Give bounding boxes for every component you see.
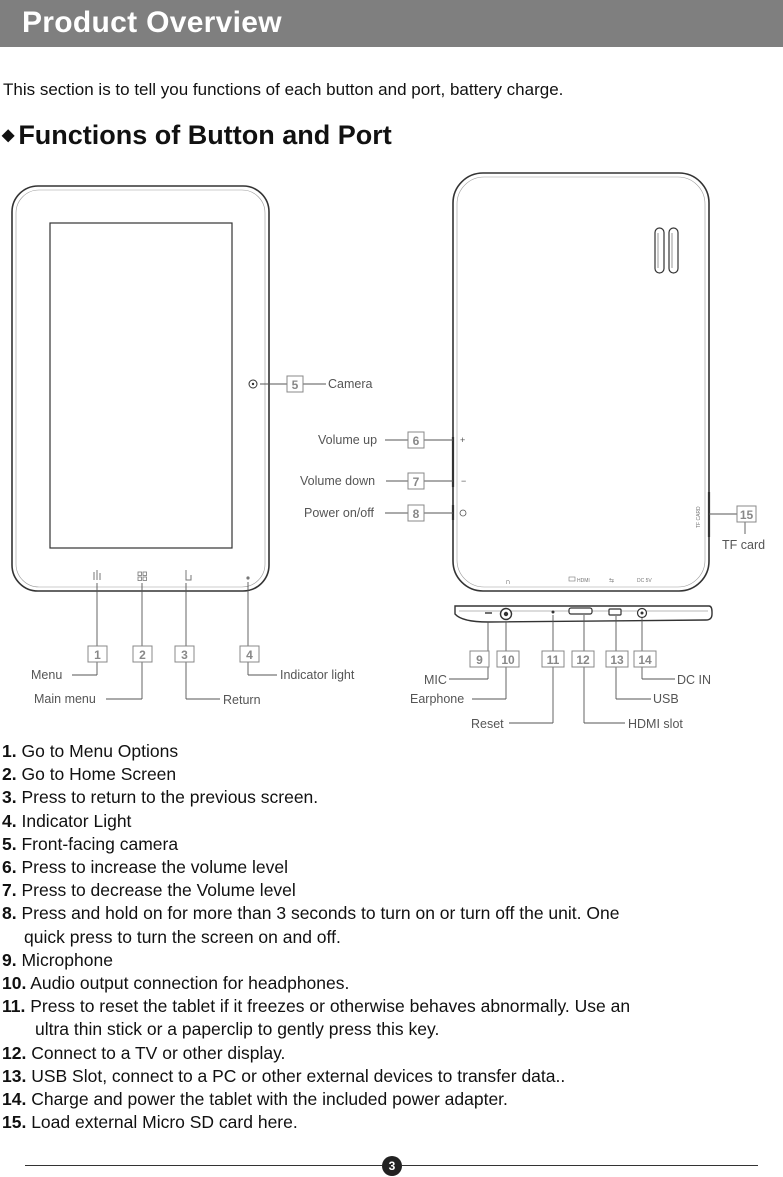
label-main-menu: Main menu xyxy=(34,692,96,706)
page-title: Product Overview xyxy=(22,6,282,39)
svg-text:−: − xyxy=(461,476,466,486)
callout-15: 15 xyxy=(740,508,754,522)
label-dc-in: DC IN xyxy=(677,673,711,687)
list-item: 5. Front-facing camera xyxy=(2,833,179,854)
label-mic: MIC xyxy=(424,673,447,687)
tf-card-mark: TF CARD xyxy=(696,506,702,528)
list-item-continuation: ultra thin stick or a paperclip to gentl… xyxy=(35,1019,440,1040)
header-banner: Product Overview xyxy=(0,0,783,47)
list-item: 10. Audio output connection for headphon… xyxy=(2,973,350,994)
tablet-bottom-edge-view: 9 10 11 12 13 14 MIC Earphone Reset HDMI… xyxy=(410,605,713,731)
list-item: 3. Press to return to the previous scree… xyxy=(2,787,319,808)
list-item: 8. Press and hold on for more than 3 sec… xyxy=(2,903,620,924)
intro-text: This section is to tell you functions of… xyxy=(3,80,564,99)
reset-hole xyxy=(551,610,555,614)
list-item: 1. Go to Menu Options xyxy=(2,741,179,761)
label-reset: Reset xyxy=(471,717,504,731)
headphone-icon: ∩ xyxy=(505,577,511,586)
tablet-back-view: + − TF CARD ∩ HDMI ⇆ DC 5V 6 7 8 15 Volu… xyxy=(300,172,765,592)
dc-port-mark: DC 5V xyxy=(637,578,652,584)
callout-6: 6 xyxy=(413,434,420,448)
menu-icon xyxy=(93,570,101,580)
callout-12: 12 xyxy=(576,653,590,667)
callout-7: 7 xyxy=(413,475,420,489)
home-icon xyxy=(137,571,147,581)
label-volume-up: Volume up xyxy=(318,433,377,447)
list-item: 11. Press to reset the tablet if it free… xyxy=(2,996,631,1017)
list-item: 4. Indicator Light xyxy=(2,810,132,831)
tablet-diagram: 1 2 3 4 5 Camera Menu Main menu Return I… xyxy=(11,172,765,731)
label-usb: USB xyxy=(653,692,679,706)
tablet-front-view: 1 2 3 4 5 Camera Menu Main menu Return I… xyxy=(11,185,373,707)
function-list: 1. Go to Menu Options 2. Go to Home Scre… xyxy=(2,740,772,1134)
label-power: Power on/off xyxy=(304,506,374,520)
list-item: 2. Go to Home Screen xyxy=(2,764,177,785)
callout-14: 14 xyxy=(638,653,652,667)
usb-icon: ⇆ xyxy=(609,577,614,584)
callout-13: 13 xyxy=(610,653,624,667)
callout-11: 11 xyxy=(547,653,560,667)
page-number: 3 xyxy=(382,1156,402,1176)
callout-8: 8 xyxy=(413,507,420,521)
footer-divider-left xyxy=(25,1165,382,1166)
hdmi-port-icon xyxy=(568,576,576,582)
list-item: 14. Charge and power the tablet with the… xyxy=(2,1089,508,1110)
list-item: 6. Press to increase the volume level xyxy=(2,857,289,878)
label-return: Return xyxy=(223,693,261,707)
footer-divider-right xyxy=(402,1165,758,1166)
label-hdmi-slot: HDMI slot xyxy=(628,717,683,731)
hdmi-port-mark: HDMI xyxy=(577,578,590,584)
callout-10: 10 xyxy=(501,653,515,667)
callout-5: 5 xyxy=(292,378,299,392)
label-indicator-light: Indicator light xyxy=(280,668,355,682)
screen xyxy=(49,222,233,549)
label-camera: Camera xyxy=(328,377,373,391)
callout-4: 4 xyxy=(246,648,253,662)
return-icon xyxy=(185,570,192,581)
callout-1: 1 xyxy=(94,648,101,662)
hdmi-slot-icon xyxy=(568,607,593,615)
list-item: 9. Microphone xyxy=(2,949,113,970)
list-item: 7. Press to decrease the Volume level xyxy=(2,880,296,901)
label-menu: Menu xyxy=(31,668,62,682)
list-item: 13. USB Slot, connect to a PC or other e… xyxy=(2,1065,566,1086)
svg-text:+: + xyxy=(460,435,465,445)
speaker-grille xyxy=(654,227,679,274)
section-title: Functions of Button and Port xyxy=(18,120,392,150)
callout-9: 9 xyxy=(476,653,483,667)
list-item-continuation: quick press to turn the screen on and of… xyxy=(24,926,341,947)
label-tf-card: TF card xyxy=(722,538,765,552)
callout-2: 2 xyxy=(139,648,146,662)
diamond-bullet-icon: ◆ xyxy=(2,127,15,144)
label-earphone: Earphone xyxy=(410,692,464,706)
usb-slot-icon xyxy=(608,608,622,616)
list-item: 15. Load external Micro SD card here. xyxy=(2,1112,298,1133)
list-item: 12. Connect to a TV or other display. xyxy=(2,1042,286,1063)
callout-3: 3 xyxy=(181,648,188,662)
indicator-light-icon xyxy=(246,576,250,580)
section-heading: ◆Functions of Button and Port xyxy=(2,120,392,151)
label-volume-down: Volume down xyxy=(300,474,375,488)
